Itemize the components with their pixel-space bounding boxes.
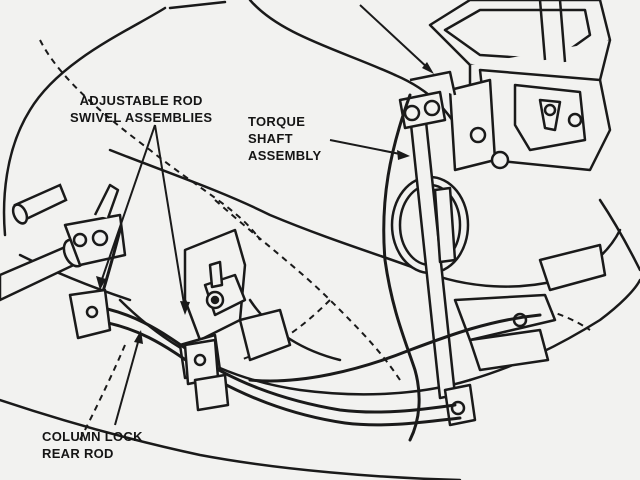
arrowheads (96, 62, 434, 344)
callout-line: SHAFT (248, 131, 293, 146)
callout-line: SWIVEL ASSEMBLIES (70, 110, 213, 125)
left-bracket (63, 183, 127, 267)
callout-torque-shaft-assembly: TORQUE SHAFT ASSEMBLY (248, 113, 321, 164)
callout-line: ASSEMBLY (248, 148, 322, 163)
torque-shaft (390, 70, 477, 427)
rod-swivel-ends (68, 288, 230, 412)
callout-adjustable-rod-swivel-assemblies: ADJUSTABLE ROD SWIVEL ASSEMBLIES (70, 92, 212, 126)
lower-bellcrank (453, 243, 607, 372)
callout-line: ADJUSTABLE ROD (79, 93, 203, 108)
selector-housing (428, 0, 612, 172)
callout-line: COLUMN LOCK (42, 429, 143, 444)
callout-column-lock-rear-rod: COLUMN LOCK REAR ROD (42, 428, 143, 462)
callout-line: TORQUE (248, 114, 306, 129)
leader-lines (99, 4, 431, 426)
callout-line: REAR ROD (42, 446, 114, 461)
